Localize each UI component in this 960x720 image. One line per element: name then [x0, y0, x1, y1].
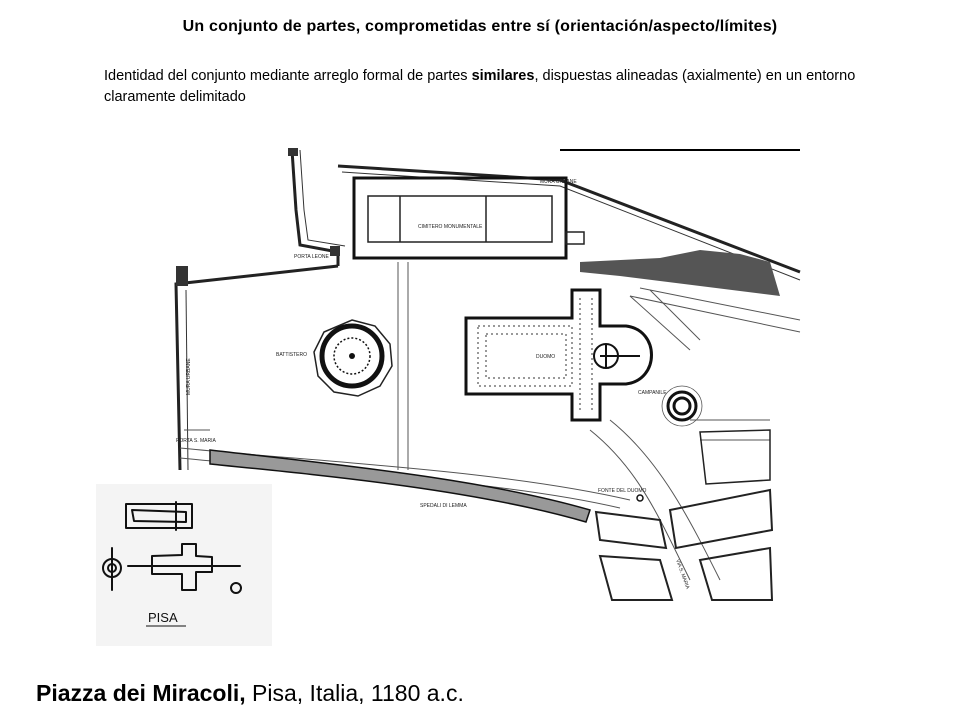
label-mura-urbane-left: MURA URBANE — [186, 358, 192, 395]
figure-caption: Piazza dei Miracoli, Pisa, Italia, 1180 … — [36, 680, 464, 707]
label-porta-s-maria: PORTA S. MARIA — [176, 438, 216, 444]
subtitle-text-1: Identidad del conjunto mediante arreglo … — [104, 68, 472, 84]
slide-title: Un conjunto de partes, comprometidas ent… — [182, 18, 778, 35]
label-porta-leone: PORTA LEONE — [294, 254, 329, 260]
caption-rest: Pisa, Italia, 1180 a.c. — [245, 680, 464, 706]
wall-tower — [176, 266, 188, 286]
houses-strip — [580, 250, 780, 296]
duomo-plan — [464, 288, 653, 422]
subtitle-text-2: , dispuestas alineadas (axialmente) en u… — [104, 68, 856, 105]
wall-inner-lines — [185, 149, 801, 471]
subtitle-emphasis: similares — [471, 68, 535, 84]
label-battistero: BATTISTERO — [276, 352, 307, 358]
fountain-marker — [636, 494, 644, 502]
label-campanile: CAMPANILE — [638, 390, 667, 396]
label-spedali: SPEDALI DI LEMMA — [420, 503, 467, 509]
hand-sketch-inset: PISA — [96, 484, 272, 646]
campanile-plan — [661, 385, 703, 427]
label-mura-urbane: MURA URBANE — [540, 179, 577, 185]
label-cimitero: CIMITERO MONUMENTALE — [418, 224, 483, 230]
battistero-plan — [313, 319, 393, 397]
bottom-buildings — [209, 429, 774, 601]
site-paths — [179, 262, 801, 581]
label-duomo: DUOMO — [536, 354, 555, 360]
sketch-label-pisa: PISA — [148, 610, 178, 625]
label-fonte-del-duomo: FONTE DEL DUOMO — [598, 488, 647, 494]
cimitero-monumentale — [352, 176, 585, 260]
city-walls — [174, 149, 801, 471]
caption-bold: Piazza dei Miracoli, — [36, 680, 246, 706]
slide-subtitle: Identidad del conjunto mediante arreglo … — [104, 66, 904, 108]
label-via-s-maria: VIA S. MARIA — [674, 559, 691, 591]
wall-tower — [330, 246, 340, 256]
wall-tower — [288, 148, 298, 156]
